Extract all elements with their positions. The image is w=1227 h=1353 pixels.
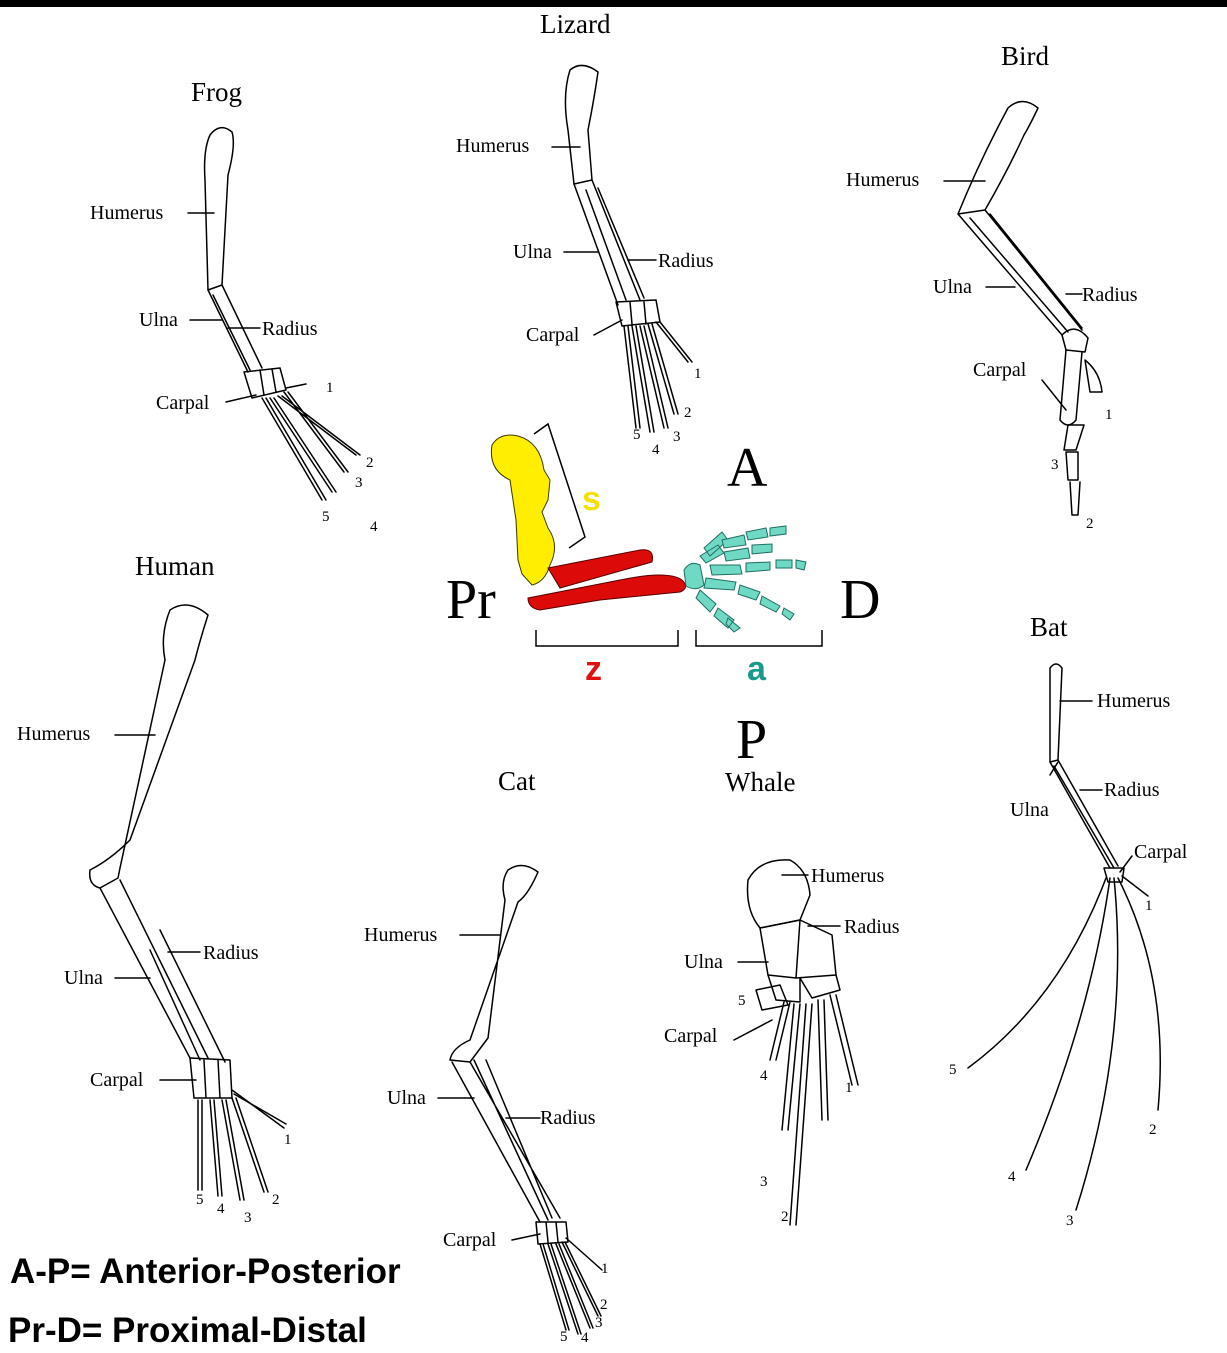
lizard-digit-1: 1 bbox=[694, 367, 702, 382]
frog-digit-4: 4 bbox=[370, 520, 378, 535]
bird-digit-1: 1 bbox=[1105, 408, 1113, 423]
cat-digit-2: 2 bbox=[600, 1298, 608, 1313]
cat-humerus-label: Humerus bbox=[364, 925, 437, 945]
human-humerus-label: Humerus bbox=[17, 724, 90, 744]
lizard-carpal-label: Carpal bbox=[526, 325, 579, 345]
bat-humerus-label: Humerus bbox=[1097, 691, 1170, 711]
frog-digit-1: 1 bbox=[326, 381, 334, 396]
whale-digit-2: 2 bbox=[781, 1210, 789, 1225]
human-digit-1: 1 bbox=[284, 1133, 292, 1148]
whale-radius-label: Radius bbox=[844, 917, 900, 937]
cat-title: Cat bbox=[498, 768, 536, 795]
legend-anterior-posterior: A-P= Anterior-Posterior bbox=[10, 1254, 401, 1289]
frog-digit-3: 3 bbox=[355, 476, 363, 491]
frog-title: Frog bbox=[191, 79, 242, 106]
human-carpal-label: Carpal bbox=[90, 1070, 143, 1090]
bat-title: Bat bbox=[1030, 614, 1068, 641]
human-title: Human bbox=[135, 553, 214, 580]
cat-digit-3: 3 bbox=[595, 1316, 603, 1331]
frog-humerus-label: Humerus bbox=[90, 203, 163, 223]
axis-proximal-label: Pr bbox=[446, 572, 496, 628]
bat-forelimb bbox=[968, 664, 1160, 1210]
bird-radius-label: Radius bbox=[1082, 285, 1138, 305]
lizard-forelimb bbox=[565, 65, 692, 432]
frog-radius-label: Radius bbox=[262, 319, 318, 339]
bird-ulna-label: Ulna bbox=[933, 277, 972, 297]
autopod-label: a bbox=[747, 652, 766, 686]
cat-digit-4: 4 bbox=[581, 1331, 589, 1346]
human-forelimb bbox=[90, 605, 286, 1200]
axis-distal-label: D bbox=[840, 572, 880, 628]
whale-digit-3: 3 bbox=[760, 1175, 768, 1190]
cat-carpal-label: Carpal bbox=[443, 1230, 496, 1250]
lizard-digit-3: 3 bbox=[673, 430, 681, 445]
cat-digit-5: 5 bbox=[560, 1330, 568, 1345]
frog-digit-5: 5 bbox=[322, 510, 330, 525]
frog-digit-2: 2 bbox=[366, 456, 374, 471]
bird-title: Bird bbox=[1001, 43, 1049, 70]
bat-digit-4: 4 bbox=[1008, 1170, 1016, 1185]
bird-digit-2: 2 bbox=[1086, 517, 1094, 532]
bat-digit-3: 3 bbox=[1066, 1214, 1074, 1229]
bat-digit-5: 5 bbox=[949, 1063, 957, 1078]
lizard-title: Lizard bbox=[540, 11, 610, 38]
human-digit-2: 2 bbox=[272, 1193, 280, 1208]
lizard-digit-4: 4 bbox=[652, 443, 660, 458]
bird-digit-3: 3 bbox=[1051, 458, 1059, 473]
whale-forelimb bbox=[748, 860, 859, 1225]
whale-ulna-label: Ulna bbox=[684, 952, 723, 972]
bat-carpal-label: Carpal bbox=[1134, 842, 1187, 862]
frog-ulna-label: Ulna bbox=[139, 310, 178, 330]
stylopod-label: s bbox=[582, 482, 601, 516]
bird-humerus-label: Humerus bbox=[846, 170, 919, 190]
human-digit-3: 3 bbox=[244, 1211, 252, 1226]
bat-digit-2: 2 bbox=[1149, 1123, 1157, 1138]
human-radius-label: Radius bbox=[203, 943, 259, 963]
lizard-digit-2: 2 bbox=[684, 406, 692, 421]
lizard-humerus-label: Humerus bbox=[456, 136, 529, 156]
whale-title: Whale bbox=[725, 769, 795, 796]
lizard-radius-label: Radius bbox=[658, 251, 714, 271]
stylopod-segment bbox=[491, 435, 554, 585]
human-ulna-label: Ulna bbox=[64, 968, 103, 988]
axis-posterior-label: P bbox=[736, 712, 767, 768]
whale-carpal-label: Carpal bbox=[664, 1026, 717, 1046]
frog-forelimb bbox=[205, 128, 360, 500]
label-leaders bbox=[115, 147, 1132, 1240]
autopod-segment bbox=[684, 526, 806, 632]
lizard-ulna-label: Ulna bbox=[513, 242, 552, 262]
zeugopod-label: z bbox=[585, 652, 602, 686]
whale-digit-5: 5 bbox=[738, 994, 746, 1009]
human-digit-5: 5 bbox=[196, 1193, 204, 1208]
lizard-digit-5: 5 bbox=[633, 428, 641, 443]
cat-digit-1: 1 bbox=[601, 1262, 609, 1277]
whale-digit-1: 1 bbox=[845, 1081, 853, 1096]
axis-anterior-label: A bbox=[727, 440, 767, 496]
whale-digit-4: 4 bbox=[760, 1069, 768, 1084]
human-digit-4: 4 bbox=[217, 1202, 225, 1217]
bat-radius-label: Radius bbox=[1104, 780, 1160, 800]
bird-carpal-label: Carpal bbox=[973, 360, 1026, 380]
cat-radius-label: Radius bbox=[540, 1108, 596, 1128]
bat-digit-1: 1 bbox=[1145, 899, 1153, 914]
frog-carpal-label: Carpal bbox=[156, 393, 209, 413]
bat-ulna-label: Ulna bbox=[1010, 800, 1049, 820]
cat-ulna-label: Ulna bbox=[387, 1088, 426, 1108]
bird-forelimb bbox=[958, 102, 1102, 516]
whale-humerus-label: Humerus bbox=[811, 866, 884, 886]
legend-proximal-distal: Pr-D= Proximal-Distal bbox=[8, 1313, 367, 1348]
